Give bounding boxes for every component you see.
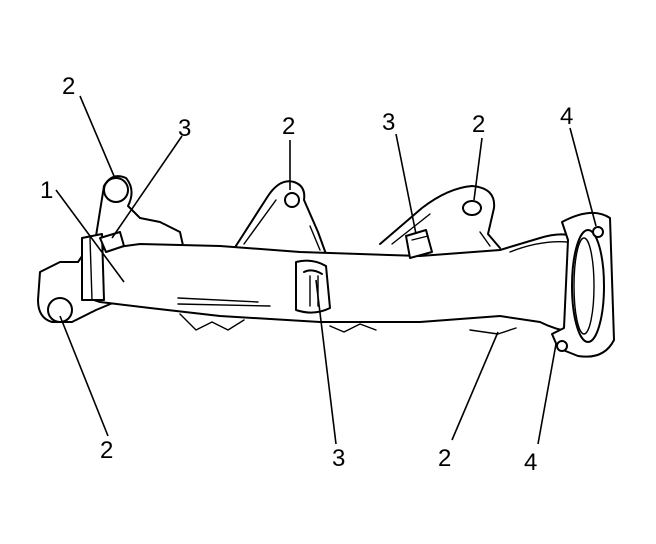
- sensor-boss-middle: [295, 259, 331, 314]
- callout-3-bottom: 3: [332, 445, 345, 472]
- callout-2-bottom-left: 2: [100, 437, 113, 464]
- bolt-hole-right: [462, 200, 482, 216]
- exhaust-manifold: [37, 175, 615, 358]
- callout-2-top-middle: 2: [282, 113, 295, 140]
- leader-lines: [55, 95, 597, 445]
- callout-2-top-left: 2: [62, 73, 75, 100]
- callout-4-top: 4: [560, 103, 573, 130]
- callout-labels: 1 2 2 2 2 2 3 3 3 4 4: [40, 73, 573, 476]
- stud-top: [592, 226, 604, 238]
- stud-bottom: [556, 340, 568, 352]
- manifold-tube: [81, 233, 587, 333]
- bolt-hole-top-left: [103, 177, 129, 203]
- middle-flange: [231, 180, 327, 255]
- callout-3-right: 3: [382, 109, 395, 136]
- callout-3-left: 3: [178, 115, 191, 142]
- outlet-opening: [571, 229, 605, 343]
- callout-2-bottom-right: 2: [438, 445, 451, 472]
- sensor-boss-left: [99, 231, 125, 253]
- bolt-hole-bottom-left: [47, 297, 73, 323]
- callout-4-bottom: 4: [524, 449, 537, 476]
- sensor-boss-right: [405, 229, 433, 259]
- callout-2-top-right: 2: [472, 111, 485, 138]
- bolt-hole-middle: [284, 192, 300, 208]
- left-inlet-stub: [81, 233, 105, 301]
- callout-1: 1: [40, 177, 53, 204]
